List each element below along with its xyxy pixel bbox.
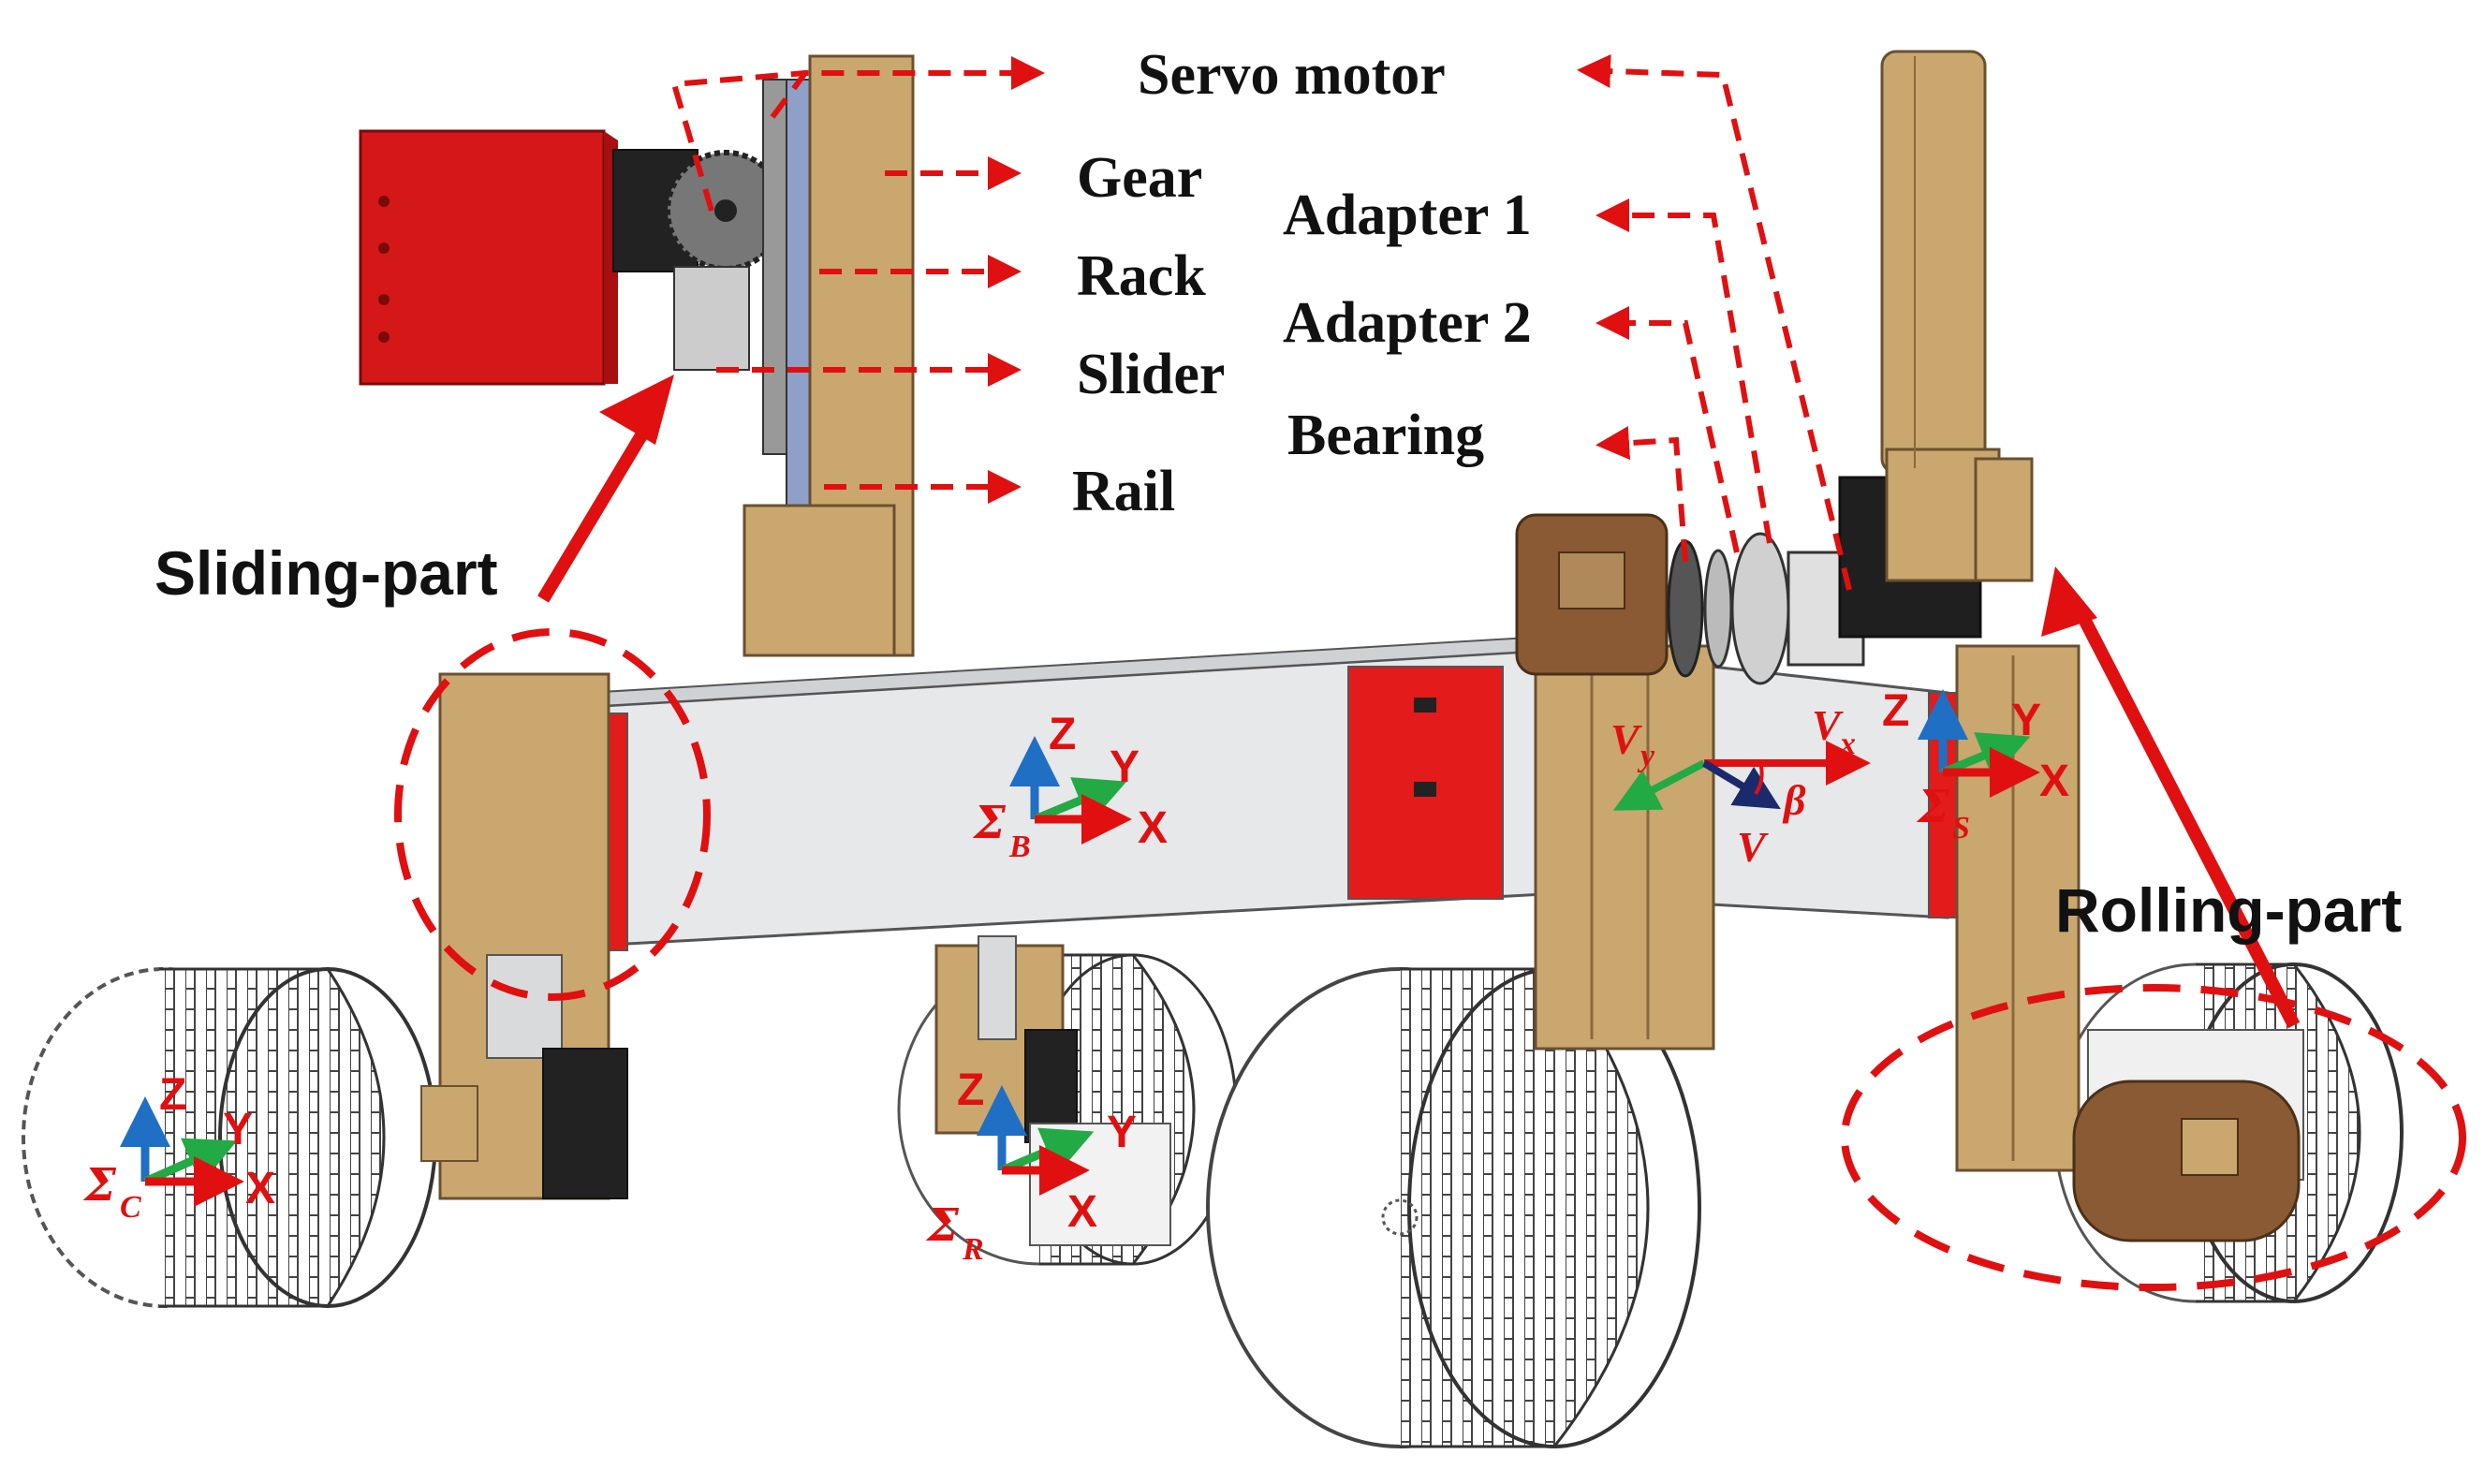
frame-C-x: X	[245, 1164, 275, 1213]
column-center	[1515, 513, 1715, 1051]
velocity-v: V	[1737, 823, 1769, 871]
label-rolling-part: Rolling-part	[2055, 875, 2402, 945]
leg-right	[1955, 644, 2304, 1242]
velocity-vy: V	[1610, 715, 1642, 763]
label-adapter-2: Adapter 2	[1283, 291, 1532, 355]
frame-S-x: X	[2039, 757, 2069, 806]
label-slider: Slider	[1077, 343, 1225, 406]
frame-R: Z Y X Σ R	[925, 1065, 1137, 1267]
frame-R-x: X	[1067, 1187, 1097, 1237]
column-right-upper	[1880, 50, 2034, 582]
frame-S-z: Z	[1882, 686, 1909, 736]
frame-B-sub: B	[1008, 830, 1031, 864]
frame-B-y: Y	[1110, 742, 1140, 792]
frame-C: Z Y X Σ C	[82, 1070, 275, 1225]
frame-C-sigma: Σ	[82, 1159, 117, 1212]
frame-B-sigma: Σ	[972, 797, 1007, 849]
label-bearing: Bearing	[1287, 404, 1484, 467]
label-gear: Gear	[1077, 146, 1202, 210]
leg-left	[420, 672, 628, 1200]
sliding-part-detail	[359, 54, 915, 657]
label-rack: Rack	[1077, 244, 1206, 308]
velocity-vy-sub: y	[1637, 739, 1655, 773]
frame-S-sigma: Σ	[1916, 781, 1950, 833]
frame-R-y: Y	[1107, 1108, 1137, 1157]
rolling-part-outline	[1841, 984, 2466, 1291]
frame-R-sigma: Σ	[925, 1199, 960, 1252]
frame-B-x: X	[1138, 803, 1168, 853]
velocity-vx-sub: x	[1839, 727, 1856, 761]
label-servo-motor: Servo motor	[1138, 43, 1446, 107]
frame-S: Z Y X Σ S	[1882, 686, 2069, 845]
label-adapter-1: Adapter 1	[1283, 184, 1532, 247]
frame-C-y: Y	[223, 1105, 253, 1154]
label-sliding-part: Sliding-part	[154, 538, 498, 608]
robot-body	[504, 635, 1967, 952]
frame-B: Z Y X Σ B	[972, 710, 1168, 864]
frame-C-z: Z	[159, 1070, 186, 1120]
callout-arrows	[537, 375, 2301, 1029]
leader-lines	[670, 54, 1852, 591]
sliding-part-outline	[394, 628, 711, 1001]
label-rail: Rail	[1072, 460, 1175, 523]
frame-R-z: Z	[957, 1065, 984, 1115]
velocity-vectors: V x V y V β	[1610, 701, 1871, 871]
frame-B-z: Z	[1049, 710, 1076, 759]
frame-C-sub: C	[120, 1190, 141, 1225]
frame-S-sub: S	[1952, 811, 1970, 845]
frame-R-sub: R	[962, 1232, 984, 1267]
velocity-beta: β	[1782, 776, 1806, 824]
frame-S-y: Y	[2011, 696, 2041, 745]
wheel-large	[1206, 967, 1701, 1448]
velocity-vx: V	[1812, 701, 1844, 749]
